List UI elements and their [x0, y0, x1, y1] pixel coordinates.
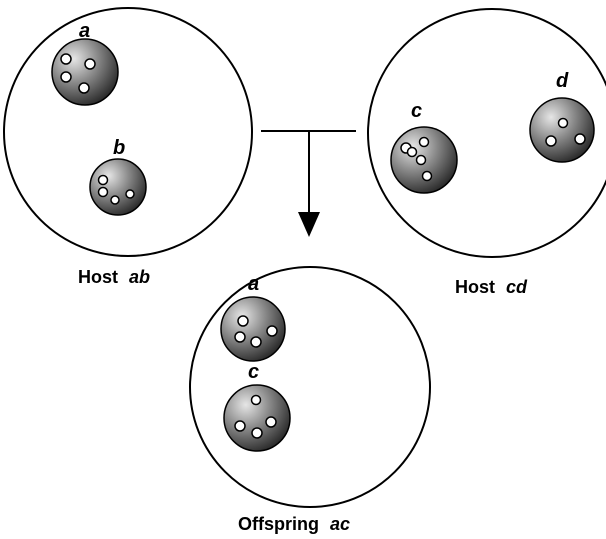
host-ab-label: Host ab [78, 267, 150, 287]
symbiont-label-a-host: a [79, 20, 90, 42]
offspring-ac-label-code: ac [330, 514, 350, 534]
host-cd-label: Host cd [455, 277, 528, 297]
host-ab-label-code: ab [129, 267, 150, 287]
host-cd-cell [367, 8, 606, 258]
cross-arrow-head [298, 212, 320, 237]
symbiont-c-in-host-cd [390, 126, 458, 194]
symbiont-c-in-offspring [223, 384, 291, 452]
offspring-ac-label: Offspring ac [238, 514, 350, 534]
host-ab-cell [3, 7, 253, 257]
symbiont-label-b: b [113, 137, 125, 159]
symbiont-label-c-offspring: c [248, 361, 259, 383]
symbiont-label-c-host: c [411, 100, 422, 122]
symbiont-d-in-host-cd [529, 97, 595, 163]
host-cd-label-prefix: Host [455, 277, 495, 297]
symbiont-b-in-host-ab [89, 158, 147, 216]
offspring-ac-label-prefix: Offspring [238, 514, 319, 534]
symbiont-label-a-offspring: a [248, 273, 259, 295]
symbiont-a-in-host-ab [51, 38, 119, 106]
symbiont-label-d: d [556, 70, 569, 92]
host-cd-label-code: cd [506, 277, 528, 297]
host-ab-label-prefix: Host [78, 267, 118, 287]
offspring-ac-cell [189, 266, 431, 508]
symbiont-a-in-offspring [220, 296, 286, 362]
